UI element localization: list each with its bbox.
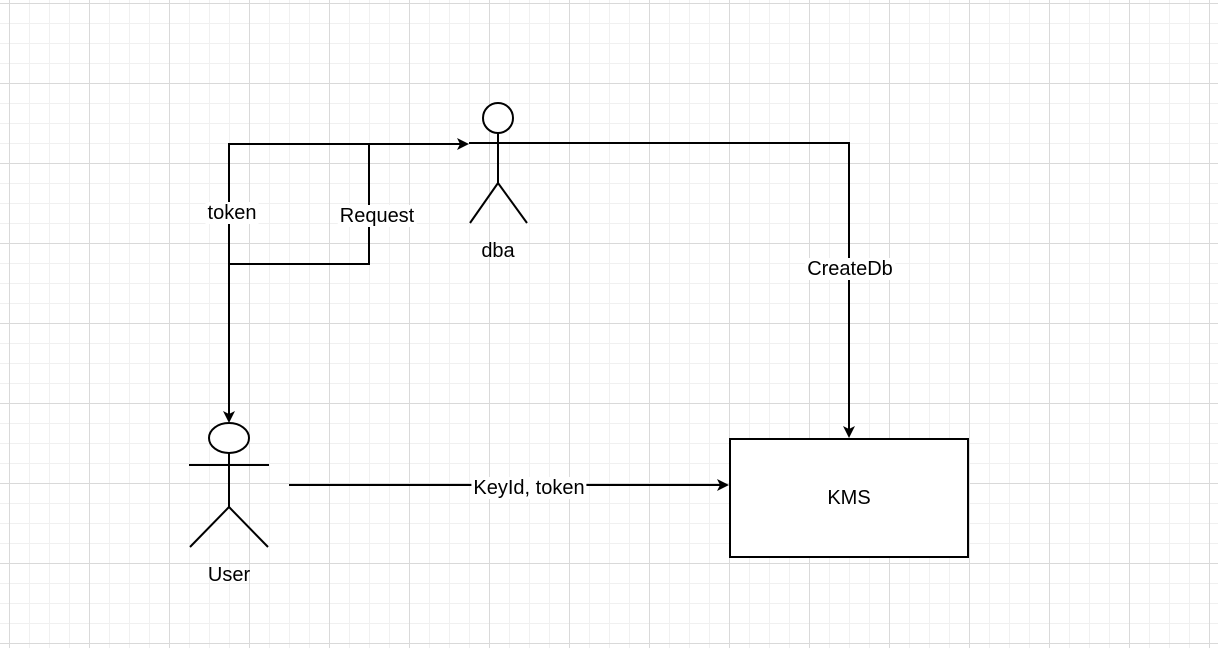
kms-label: KMS (827, 486, 871, 509)
request-edge-label: Request (337, 205, 417, 227)
createdb-edge-label: CreateDb (805, 258, 895, 280)
dba-actor-figure[interactable] (469, 102, 528, 224)
dba-actor-label: dba (481, 240, 515, 262)
kms-box[interactable]: KMS (729, 438, 969, 558)
token-edge-label: token (205, 202, 259, 224)
user-actor-figure[interactable] (189, 422, 269, 548)
request-edge[interactable] (229, 138, 469, 265)
keyid-token-edge-label: KeyId, token (471, 477, 587, 499)
createdb-edge[interactable] (527, 142, 855, 438)
user-actor-label: User (207, 564, 251, 586)
token-edge[interactable] (223, 143, 369, 423)
